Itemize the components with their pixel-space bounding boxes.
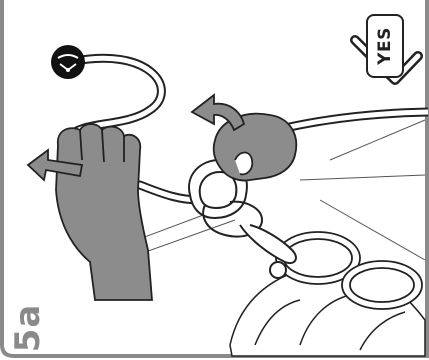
yes-badge: YES [366, 14, 404, 78]
rotate-arrow-icon [190, 93, 246, 132]
step-label: 5a [8, 303, 48, 353]
yes-badge-text: YES [375, 27, 396, 65]
pull-arrow-icon [26, 148, 84, 182]
paraglider-icon [51, 45, 85, 79]
left-hand [55, 123, 153, 301]
right-hand [212, 112, 298, 182]
